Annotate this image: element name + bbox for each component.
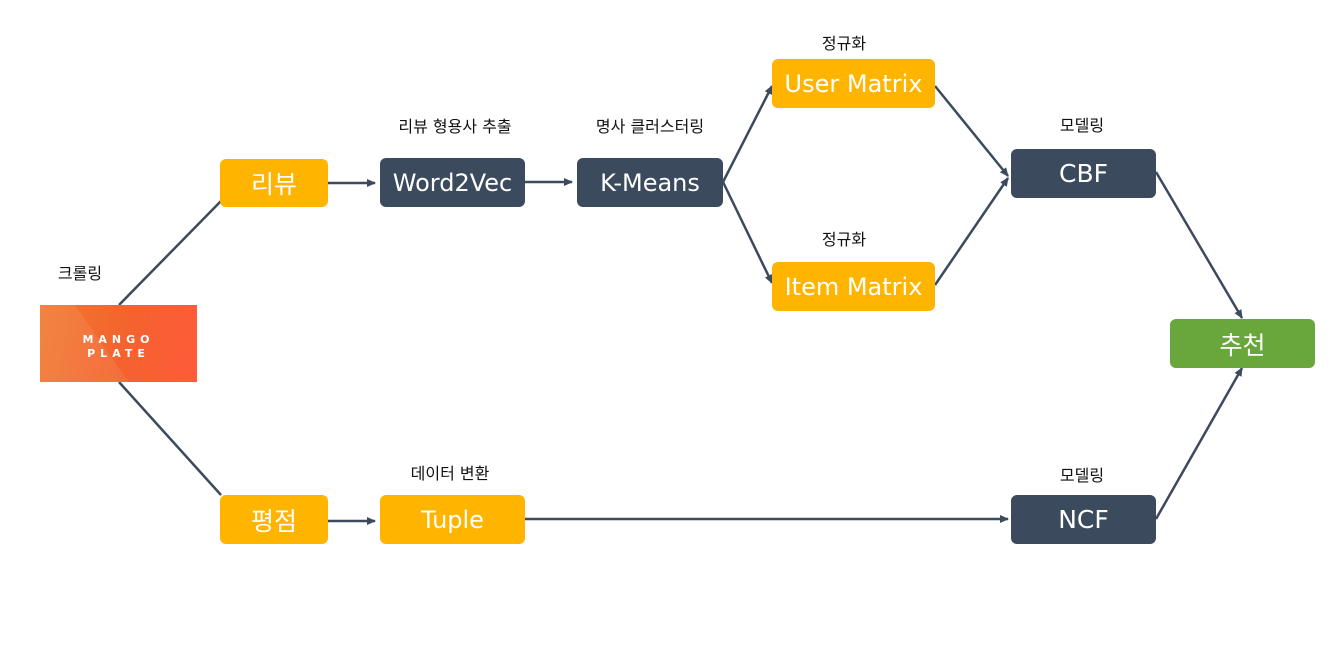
caption-modeling-top: 모델링 (1059, 116, 1105, 135)
caption-normalize-bottom: 정규화 (821, 230, 867, 249)
caption-noun-cluster: 명사 클러스터링 (595, 117, 705, 136)
node-rating: 평점 (220, 495, 328, 544)
edge-logo-review (118, 200, 222, 306)
node-word2vec: Word2Vec (380, 158, 525, 207)
node-tuple: Tuple (380, 495, 525, 544)
edge-kmeans-usermatrix (721, 85, 774, 183)
caption-adjective-extract: 리뷰 형용사 추출 (398, 117, 512, 136)
node-recommend: 추천 (1170, 319, 1315, 368)
caption-crawling: 크롤링 (57, 264, 103, 283)
edge-cbf-recommend (1154, 171, 1244, 319)
edge-itemmatrix-cbf (933, 177, 1010, 286)
node-ncf: NCF (1011, 495, 1156, 544)
node-kmeans: K-Means (577, 158, 723, 207)
logo-line-1: MANGO (82, 333, 155, 346)
edge-kmeans-itemmatrix (721, 181, 774, 284)
edge-ncf-recommend (1154, 367, 1244, 520)
caption-normalize-top: 정규화 (821, 34, 867, 53)
node-user-matrix: User Matrix (772, 59, 935, 108)
edge-logo-rating (118, 381, 222, 496)
node-cbf: CBF (1011, 149, 1156, 198)
logo-line-2: PLATE (87, 347, 150, 360)
edge-usermatrix-cbf (934, 85, 1009, 177)
caption-data-convert: 데이터 변환 (410, 464, 490, 483)
node-review: 리뷰 (220, 159, 328, 207)
mangoplate-logo: MANGO PLATE (40, 305, 197, 382)
caption-modeling-bottom: 모델링 (1059, 466, 1105, 485)
node-item-matrix: Item Matrix (772, 262, 935, 311)
